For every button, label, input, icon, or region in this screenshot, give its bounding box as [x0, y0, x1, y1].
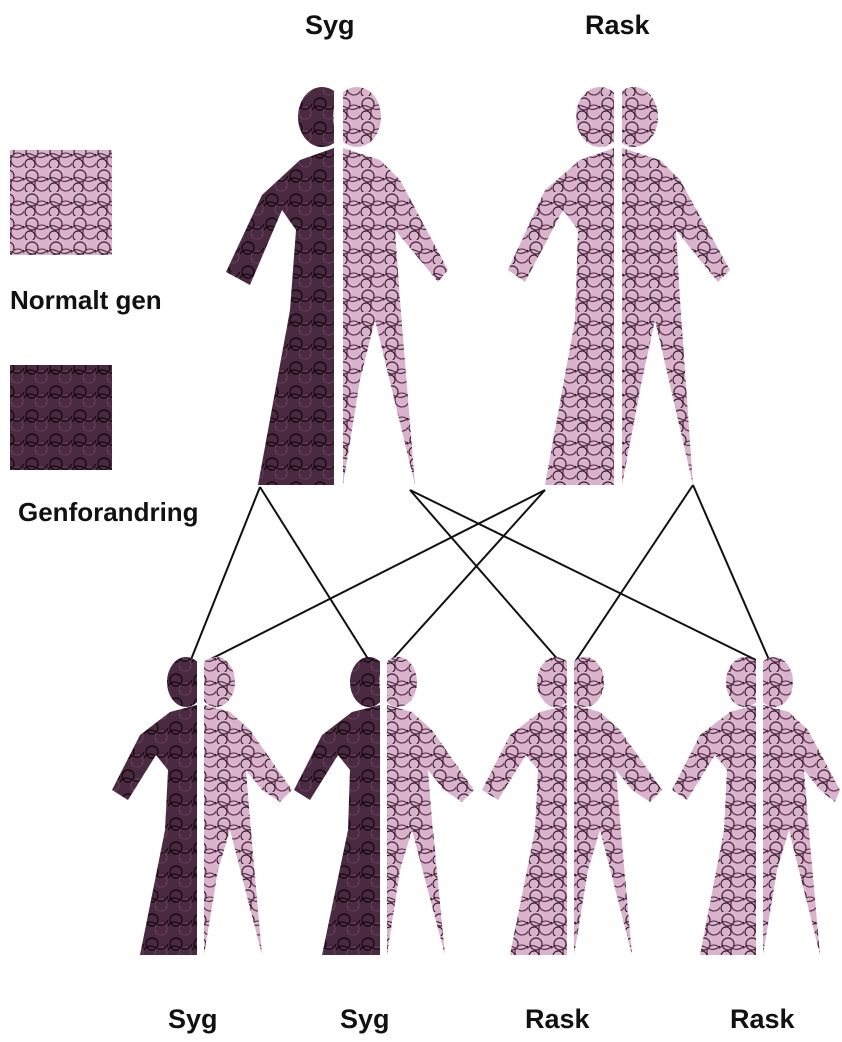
parent-figure-sick: [226, 86, 448, 486]
parent-figure-healthy: [508, 86, 730, 486]
child-figure-4: [672, 656, 840, 956]
legend-normal-swatch: [10, 150, 112, 255]
parent-label-2: Rask: [585, 10, 650, 41]
child-label-1: Syg: [168, 1004, 218, 1035]
legend-normal-label: Normalt gen: [10, 285, 162, 316]
parent-sick-right-half: [333, 87, 448, 485]
child-label-4: Rask: [730, 1004, 795, 1035]
child-figure-1: [112, 656, 292, 956]
parent-sick-left-half: [226, 87, 346, 485]
child-label-3: Rask: [525, 1004, 590, 1035]
child-label-2: Syg: [340, 1004, 390, 1035]
child-figure-3: [482, 656, 662, 956]
legend-mutated-label: Genforandring: [18, 497, 199, 528]
connection-lines: [190, 485, 770, 662]
legend-mutated-swatch: [10, 365, 112, 470]
child-figure-2: [294, 656, 474, 956]
parent-label-1: Syg: [305, 10, 355, 41]
